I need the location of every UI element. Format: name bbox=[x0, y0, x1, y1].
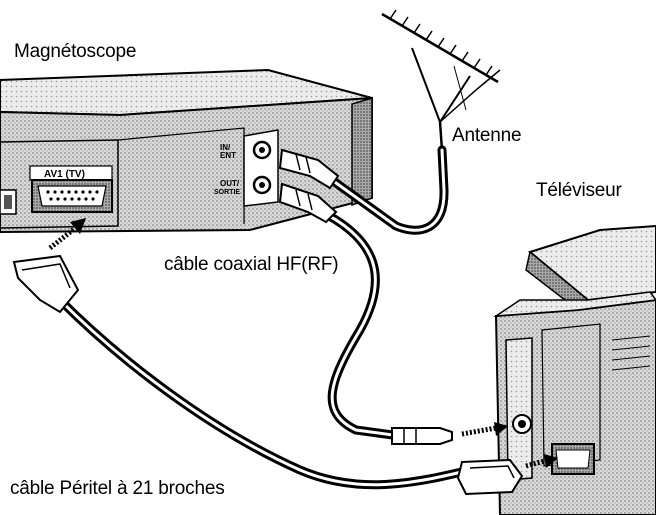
tv-label: Téléviseur bbox=[536, 180, 622, 201]
vcr-label: Magnétoscope bbox=[14, 41, 137, 62]
av1-label: AV1 (TV) bbox=[44, 169, 85, 180]
out-label-1: OUT/ bbox=[220, 179, 240, 188]
in-label-1: IN/ bbox=[220, 143, 231, 152]
antenna-cable bbox=[278, 145, 449, 235]
tv-unit bbox=[493, 224, 656, 515]
vcr-unit bbox=[0, 68, 373, 234]
scart-cable bbox=[12, 218, 558, 496]
coax-cable-label: câble coaxial HF(RF) bbox=[164, 254, 339, 275]
scart-cable-label: câble Péritel à 21 broches bbox=[10, 478, 225, 499]
in-label-2: ENT bbox=[220, 151, 236, 160]
coax-cable bbox=[278, 182, 508, 445]
out-label-2: SORTIE bbox=[214, 189, 240, 196]
antenna-label: Antenne bbox=[452, 125, 522, 146]
antenna-icon bbox=[381, 9, 501, 151]
